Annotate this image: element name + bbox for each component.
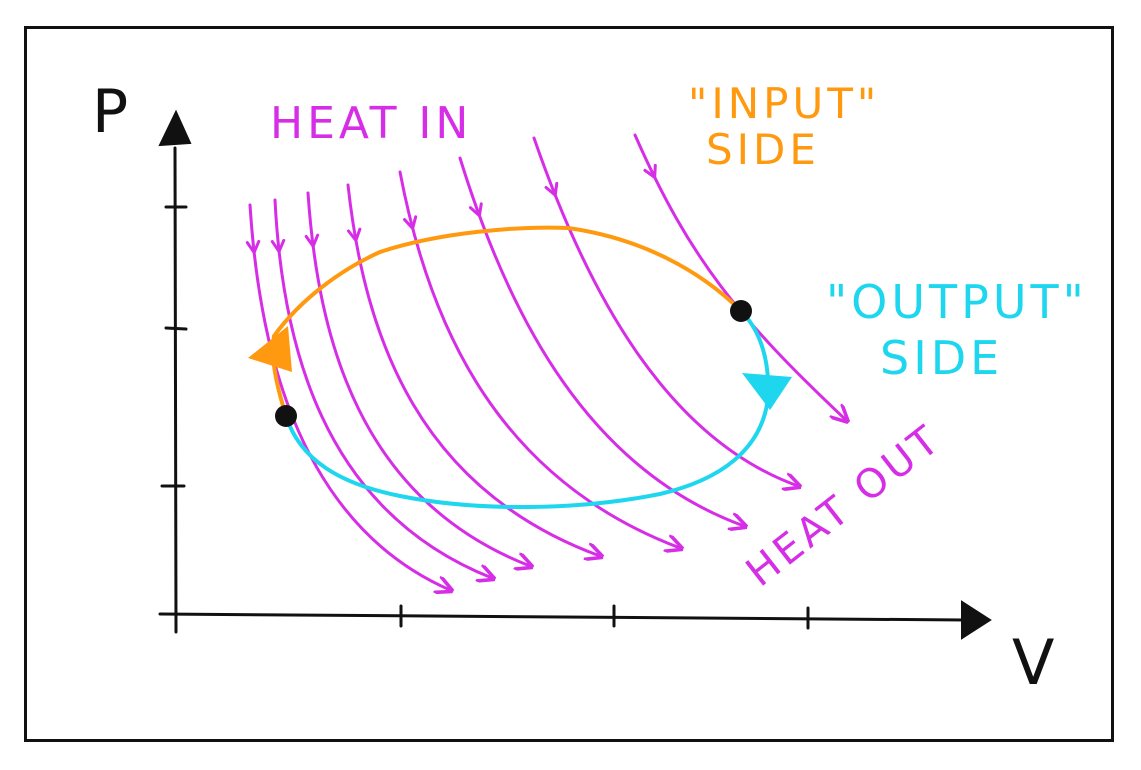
p-axis-arrow — [158, 109, 192, 147]
heat-flow-direction-arrow — [304, 233, 320, 250]
heat-out-label: HEAT OUT — [738, 416, 951, 596]
heat-flow-line — [532, 136, 798, 486]
heat-flow-lines — [245, 133, 846, 590]
output-side-label-line1: "OUTPUT" — [826, 275, 1088, 329]
heat-flow-direction-arrow — [403, 215, 418, 232]
p-tick-2 — [164, 326, 188, 331]
state-point-upper-right — [730, 300, 752, 322]
heat-flow-direction-arrow — [245, 239, 261, 256]
state-point-lower-left — [275, 405, 297, 427]
v-axis-arrow — [961, 600, 992, 640]
p-axis-line — [173, 146, 178, 634]
heat-flow-line — [458, 156, 744, 526]
input-side-curve — [270, 225, 743, 418]
heat-flow-line — [273, 198, 492, 578]
heat-flow-line — [306, 191, 530, 566]
output-side-arrow — [742, 373, 792, 410]
diagram-frame — [24, 26, 1114, 742]
input-side-arrow — [248, 326, 292, 372]
heat-in-label: HEAT IN — [270, 98, 472, 149]
heat-flow-direction-arrow — [643, 163, 657, 181]
axes — [158, 109, 992, 640]
heat-flow-direction-arrow — [347, 227, 362, 244]
heat-flow-line — [398, 170, 680, 548]
heat-flow-line — [633, 133, 846, 420]
input-side-label-line2: SIDE — [706, 125, 820, 174]
input-side-label-line1: "INPUT" — [688, 79, 880, 128]
heat-flow-direction-arrow — [468, 202, 483, 219]
heat-flow-direction-arrow — [544, 181, 559, 199]
output-side-path — [284, 309, 792, 510]
v-axis-label: V — [1012, 626, 1058, 699]
input-side-path — [248, 225, 743, 418]
output-side-label-line2: SIDE — [880, 331, 1003, 385]
p-axis-label: P — [92, 77, 132, 147]
heat-flow-line — [346, 183, 600, 556]
heat-flow-direction-arrow — [270, 238, 286, 255]
v-axis-line — [158, 612, 967, 622]
